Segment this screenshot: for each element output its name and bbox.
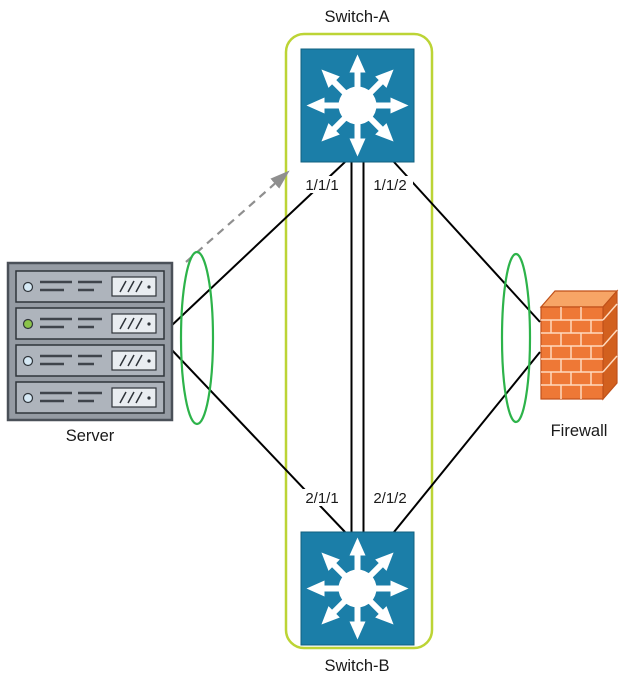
server-icon	[6, 261, 174, 422]
link-firewall-switch-a	[393, 161, 541, 323]
dashed-arrow	[185, 170, 290, 263]
server-led-3	[22, 355, 34, 367]
port-label-bg	[300, 489, 345, 506]
port-label-text: 1/1/2	[373, 177, 406, 194]
server-led-1	[22, 281, 34, 293]
firewall-brick-lines	[541, 303, 618, 399]
server-led-4	[22, 392, 34, 404]
port-label-bg	[368, 489, 413, 506]
switch-a-icon	[301, 49, 414, 162]
link-firewall-switch-b	[393, 351, 541, 533]
port-label-switch-a-p1: 1/1/1	[300, 176, 345, 194]
lag-ellipse-left	[179, 250, 215, 426]
port-label-text: 2/1/1	[305, 490, 338, 507]
switch-b-label: Switch-B	[324, 657, 389, 675]
port-label-switch-a-p2: 1/1/2	[368, 176, 413, 194]
links	[169, 161, 541, 533]
port-label-bg	[368, 176, 413, 193]
firewall-label: Firewall	[551, 422, 608, 440]
port-label-text: 2/1/2	[373, 490, 406, 507]
firewall-icon	[539, 289, 619, 401]
port-label-switch-b-p2: 2/1/2	[368, 489, 413, 507]
port-label-bg	[300, 176, 345, 193]
switch-a-label: Switch-A	[324, 8, 389, 26]
port-label-text: 1/1/1	[305, 177, 338, 194]
server-led-2	[22, 318, 34, 330]
lag-ellipse-right	[500, 252, 532, 424]
switch-stack-outline	[284, 32, 434, 650]
switch-b-icon	[301, 532, 414, 645]
port-label-switch-b-p1: 2/1/1	[300, 489, 345, 507]
server-label: Server	[66, 427, 115, 445]
